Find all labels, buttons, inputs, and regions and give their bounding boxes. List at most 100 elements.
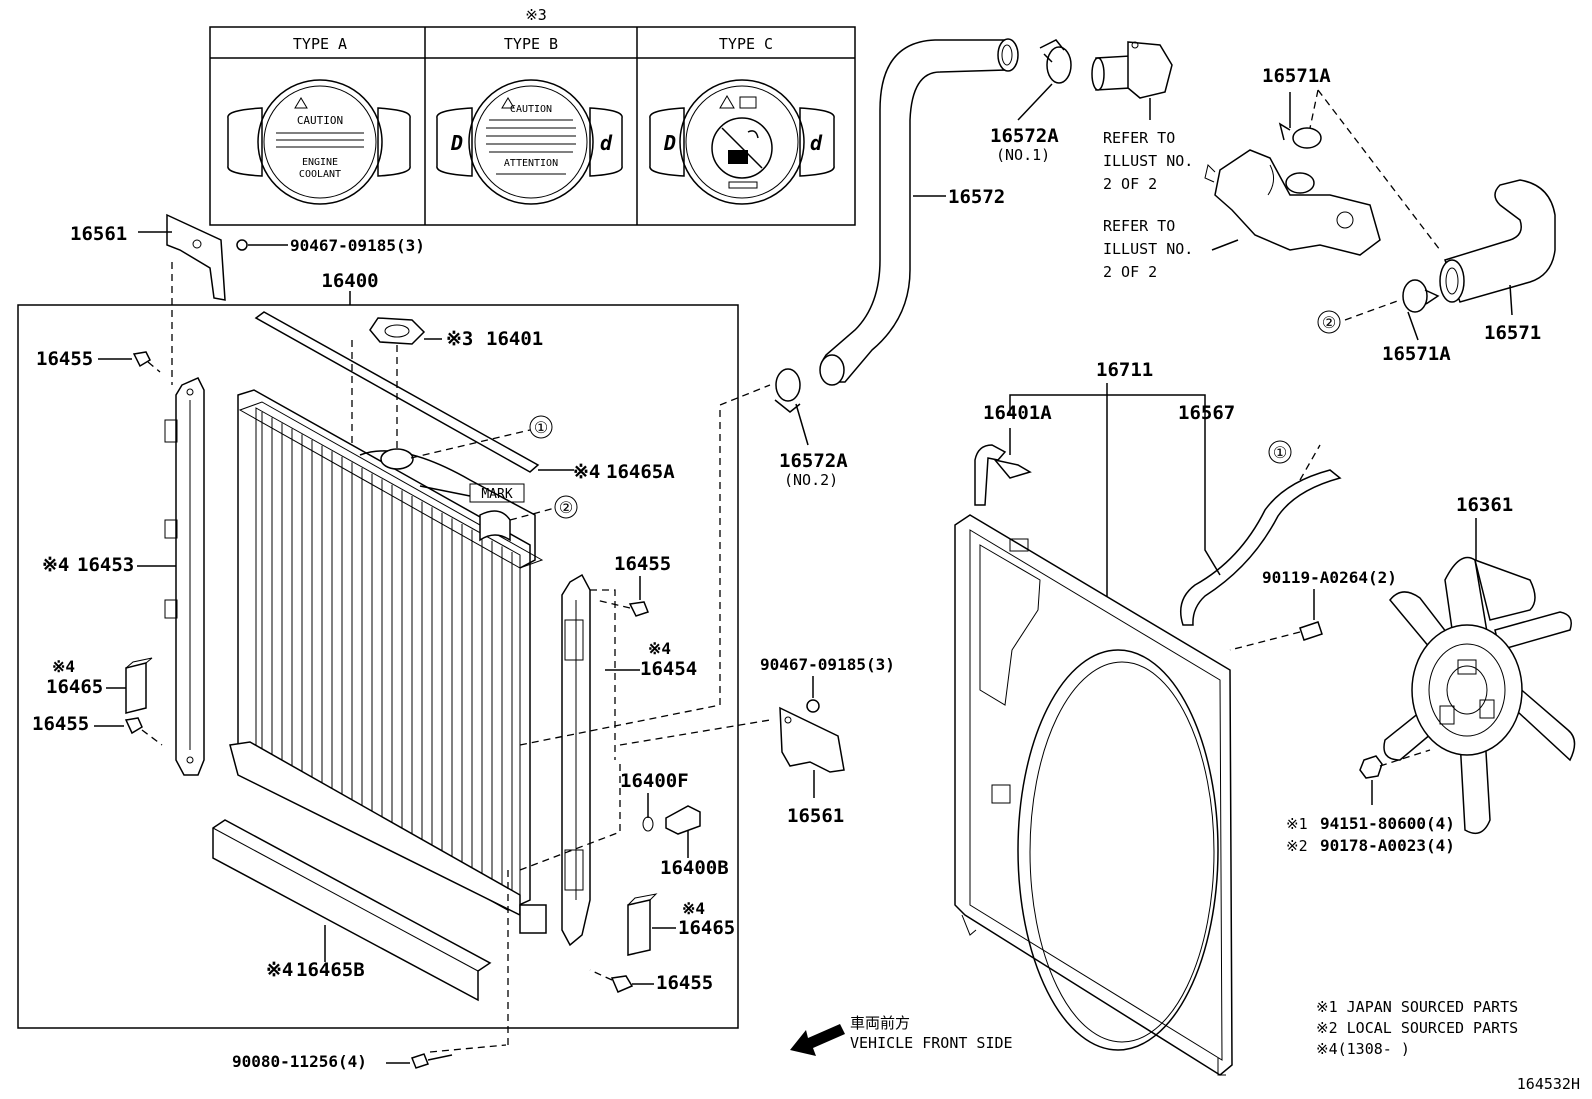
label-16401: 16401 — [486, 328, 543, 350]
cooling-fan-16361 — [1383, 556, 1576, 835]
outlet-pipe — [479, 510, 511, 542]
front-label-en: VEHICLE FRONT SIDE — [850, 1034, 1013, 1052]
cap-b-right-ear-mark: d — [600, 131, 613, 155]
fan-opening — [1017, 649, 1219, 1051]
label-no2: (NO.2) — [784, 471, 838, 489]
column-type-c: TYPE C — [719, 35, 773, 53]
side-member-16454 — [561, 573, 591, 947]
hose-16571 — [1439, 179, 1556, 303]
no-open-hot-icon — [711, 117, 773, 179]
seal-16465B — [212, 819, 492, 1002]
overflow-hose-16567 — [1180, 469, 1342, 626]
label-16711: 16711 — [1096, 359, 1153, 381]
label-16455-a: 16455 — [36, 348, 93, 370]
nut-icon — [236, 239, 248, 251]
label-16455-d: 16455 — [656, 972, 713, 994]
label-16571A-top: 16571A — [1262, 65, 1331, 87]
note-2: ※2 LOCAL SOURCED PARTS — [1316, 1019, 1518, 1037]
bracket-16561-top — [138, 213, 288, 301]
circle-2-right: ② — [1322, 313, 1336, 332]
label-16465-left: 16465 — [46, 676, 103, 698]
refer-2-line2: ILLUST NO. — [1103, 240, 1193, 258]
label-16561-mid: 16561 — [787, 805, 844, 827]
cap-b-attention: ATTENTION — [504, 158, 558, 169]
radiator-cap-type-a: CAUTION ENGINE COOLANT — [227, 79, 411, 205]
nut-94151 — [1359, 749, 1431, 779]
label-16465A: 16465A — [606, 461, 675, 483]
label-90178-mark: ※2 — [1286, 837, 1308, 855]
clamp-16572A-no1 — [1039, 39, 1072, 84]
refer-2-line3: 2 OF 2 — [1103, 263, 1157, 281]
bolt-16455-a — [132, 351, 161, 373]
nut-icon — [806, 699, 820, 713]
radiator-cap-type-c: D d — [649, 79, 835, 205]
circle-1-right: ① — [1273, 443, 1287, 462]
cap-c-left-ear-mark: D — [663, 131, 676, 155]
clamp-16571A-bottom — [1402, 279, 1440, 313]
warning-icon — [719, 95, 735, 109]
cap-a-engine: ENGINE — [302, 157, 338, 168]
o-ring-16400F — [642, 816, 654, 832]
filler-neck — [380, 448, 414, 470]
mark-tag — [469, 483, 525, 503]
drain-cock-16400B — [665, 805, 701, 858]
hose-16572 — [819, 38, 1019, 386]
gasket-16401 — [369, 317, 442, 345]
label-16400: 16400 — [321, 270, 378, 292]
cap-b-left-ear-mark: D — [450, 131, 463, 155]
label-16454: 16454 — [640, 658, 697, 680]
cap-a-caution: CAUTION — [297, 114, 343, 127]
bolt-90080 — [411, 1044, 507, 1069]
bolt-90119 — [1229, 621, 1323, 651]
note-1: ※1 JAPAN SOURCED PARTS — [1316, 998, 1518, 1016]
cap-b-caution: CAUTION — [510, 104, 552, 115]
front-label-jp: 車両前方 — [850, 1014, 910, 1032]
radiator-assembly-box — [17, 304, 739, 1029]
label-94151: 94151-80600(4) — [1320, 814, 1455, 833]
label-16400F: 16400F — [620, 770, 689, 792]
label-90080: 90080-11256(4) — [232, 1052, 367, 1071]
cap-a-coolant: COOLANT — [299, 169, 341, 180]
label-16465A-mark: ※4 — [573, 461, 600, 483]
label-16465B-mark: ※4 — [266, 959, 293, 981]
cap-type-table: ※3 TYPE A TYPE B TYPE C CAUTION ENGINE C… — [209, 6, 856, 226]
label-16572A-no1: 16572A — [990, 125, 1059, 147]
radiator-cap-type-b: D d CAUTION ATTENTION — [436, 79, 623, 205]
label-16453: 16453 — [77, 554, 134, 576]
label-16571A-bottom: 16571A — [1382, 343, 1451, 365]
column-type-a: TYPE A — [293, 35, 347, 53]
book-icon — [739, 96, 757, 109]
fan-shroud-16711 — [954, 514, 1233, 1076]
seal-16465A — [254, 311, 540, 473]
bolt-16455-d — [589, 969, 654, 993]
cap-table-note-mark: ※3 — [525, 6, 547, 24]
cap-c-right-ear-mark: d — [810, 131, 823, 155]
warning-icon — [294, 97, 308, 109]
vehicle-front-arrow-icon — [790, 1024, 845, 1056]
circle-2-left: ② — [559, 498, 573, 517]
figure-id: 164532H — [1517, 1075, 1580, 1093]
label-90467-mid: 90467-09185(3) — [760, 655, 895, 674]
refer-1-line1: REFER TO — [1103, 129, 1175, 147]
refer-1-line2: ILLUST NO. — [1103, 152, 1193, 170]
note-4: ※4(1308- ) — [1316, 1040, 1410, 1058]
label-16465B: 16465B — [296, 959, 365, 981]
label-16465-right: 16465 — [678, 917, 735, 939]
bolt-16455-b — [124, 717, 163, 746]
label-94151-mark: ※1 — [1286, 815, 1308, 833]
label-16454-mark: ※4 — [648, 639, 671, 658]
clamp-16571A-top — [1278, 122, 1322, 149]
label-90178: 90178-A0023(4) — [1320, 836, 1455, 855]
water-inlet-housing — [1204, 149, 1381, 256]
radiator-core — [229, 389, 547, 934]
label-16401-mark: ※3 — [446, 328, 473, 350]
bolt-16455-c — [595, 599, 649, 617]
label-16465-left-mark: ※4 — [52, 657, 75, 676]
label-16455-b: 16455 — [32, 713, 89, 735]
column-type-b: TYPE B — [504, 35, 558, 53]
label-16400B: 16400B — [660, 857, 729, 879]
label-16572A-no2: 16572A — [779, 450, 848, 472]
label-16401A: 16401A — [983, 402, 1052, 424]
circle-1-left: ① — [534, 418, 548, 437]
